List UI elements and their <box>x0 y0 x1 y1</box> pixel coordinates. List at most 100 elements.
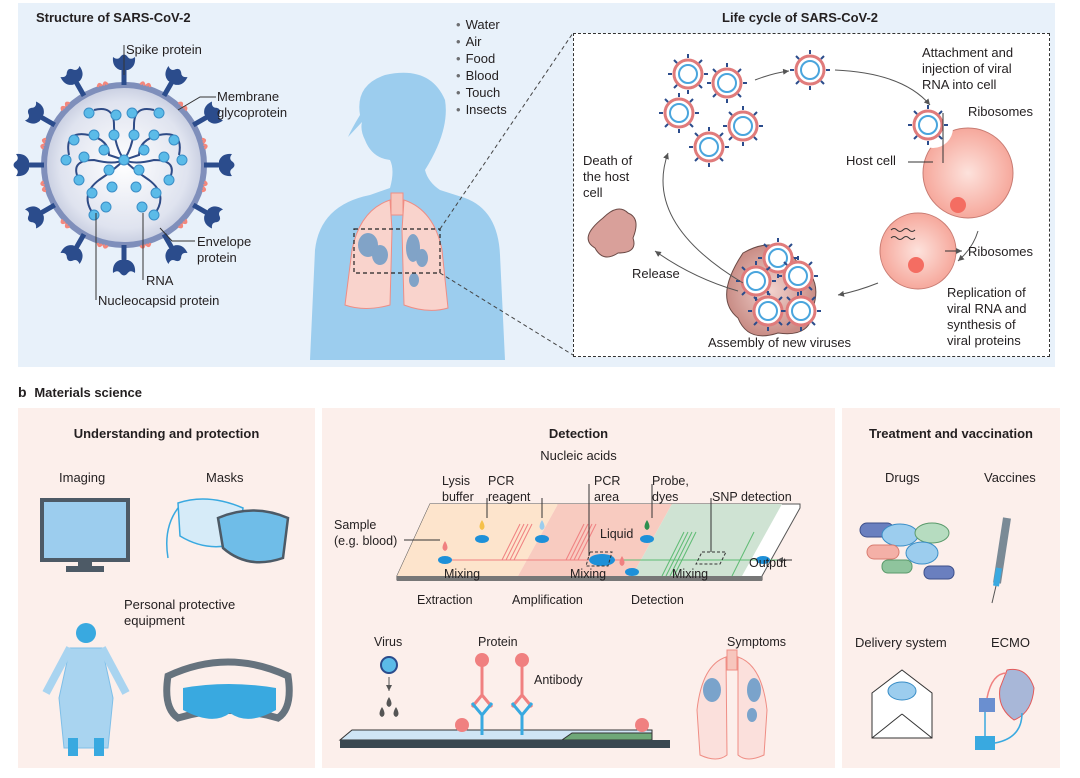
label-ecmo: ECMO <box>991 635 1030 650</box>
label-lysis-2: buffer <box>442 490 474 504</box>
panel-b-heading: b Materials science <box>18 384 142 400</box>
label-probe-2: dyes <box>652 490 679 504</box>
nucleocapsid-bead <box>86 187 98 199</box>
label-membrane-2: glycoprotein <box>217 105 288 120</box>
nucleocapsid-bead <box>136 201 148 213</box>
label-attachment-2: injection of viral <box>922 61 1012 76</box>
label-replication-3: synthesis of <box>947 317 1016 332</box>
label-protein: Protein <box>478 635 518 649</box>
label-replication-1: Replication of <box>947 285 1026 300</box>
nucleocapsid-bead <box>73 174 85 186</box>
label-envelope-2: protein <box>197 250 237 265</box>
lifecycle-title: Life cycle of SARS-CoV-2 <box>722 10 879 25</box>
nucleocapsid-bead <box>153 107 165 119</box>
lungs <box>344 192 449 311</box>
label-mixing-1: Mixing <box>444 567 481 581</box>
label-envelope-1: Envelope <box>197 234 252 249</box>
structure-title: Structure of SARS-CoV-2 <box>36 10 191 25</box>
label-mixing-3: Mixing <box>672 567 709 581</box>
label-ribosomes-top: Ribosomes <box>968 104 1034 119</box>
route-item: Water <box>456 16 507 33</box>
route-item: Insects <box>456 101 507 118</box>
membrane-protein-icon <box>201 180 208 193</box>
nucleocapsid-bead <box>176 154 188 166</box>
nucleocapsid-bead <box>88 209 100 221</box>
nucleocapsid-bead <box>78 151 90 163</box>
label-sample-1: Sample <box>334 518 377 532</box>
label-drugs: Drugs <box>885 470 920 485</box>
label-death-2: the host <box>583 169 630 184</box>
nucleocapsid-bead <box>148 129 160 141</box>
label-masks: Masks <box>206 470 244 485</box>
route-item: Air <box>456 33 507 50</box>
nucleocapsid-bead <box>88 129 100 141</box>
virus-particle <box>380 656 398 674</box>
label-pcr-reagent-1: PCR <box>488 474 515 488</box>
nucleocapsid-bead <box>103 164 115 176</box>
detection-subtitle: Nucleic acids <box>540 448 617 463</box>
nucleocapsid-bead <box>168 134 180 146</box>
label-symptoms: Symptoms <box>727 635 787 649</box>
route-item: Touch <box>456 84 507 101</box>
label-pcr-area-1: PCR <box>594 474 621 488</box>
label-assembly: Assembly of new viruses <box>708 335 852 350</box>
envelope-icon <box>871 669 933 739</box>
assembly-cell <box>726 236 823 337</box>
ecmo-heart-icon <box>975 668 1035 750</box>
spike-protein-icon <box>112 245 136 276</box>
label-nucleocapsid: Nucleocapsid protein <box>98 293 220 308</box>
transmission-routes-list: Water Air Food Blood Touch Insects <box>456 16 507 118</box>
label-delivery-system: Delivery system <box>855 635 947 650</box>
label-rna: RNA <box>146 273 174 288</box>
route-item: Blood <box>456 67 507 84</box>
label-replication-2: viral RNA and <box>947 301 1027 316</box>
nucleocapsid-bead <box>130 181 142 193</box>
label-death-1: Death of <box>583 153 633 168</box>
nucleocapsid-bead <box>83 107 95 119</box>
nucleocapsid-bead <box>68 134 80 146</box>
virus-structure-diagram <box>13 45 235 300</box>
nucleocapsid-bead <box>60 154 72 166</box>
nucleocapsid-bead <box>106 181 118 193</box>
membrane-protein-icon <box>40 137 47 150</box>
route-item: Food <box>456 50 507 67</box>
label-liquid: Liquid <box>600 527 634 541</box>
label-virus: Virus <box>374 635 403 649</box>
membrane-protein-icon <box>96 242 109 249</box>
monitor-icon <box>40 498 130 572</box>
amplification-zone <box>518 504 672 576</box>
human-body-diagram <box>310 32 574 361</box>
label-attachment-1: Attachment and <box>922 45 1014 60</box>
nucleocapsid-bead <box>138 144 150 156</box>
label-ppe-1: Personal protective <box>124 597 236 612</box>
label-imaging: Imaging <box>59 470 106 485</box>
label-lysis-1: Lysis <box>442 474 471 488</box>
nucleocapsid-bead <box>133 164 145 176</box>
nucleocapsid-bead <box>158 151 170 163</box>
nucleocapsid-bead <box>128 129 140 141</box>
label-probe-1: Probe, <box>652 474 689 488</box>
label-pcr-area-2: area <box>594 490 620 504</box>
replicating-cell <box>879 212 957 290</box>
nucleocapsid-bead <box>100 201 112 213</box>
stage-detection: Detection <box>631 593 684 607</box>
membrane-protein-icon <box>60 101 71 112</box>
label-snp-detection: SNP detection <box>712 490 792 504</box>
mask-icon <box>166 498 290 564</box>
nucleocapsid-bead <box>98 144 110 156</box>
detection-zone <box>632 504 782 576</box>
label-release: Release <box>632 266 680 281</box>
stage-amplification: Amplification <box>512 593 583 607</box>
lifecycle-diagram <box>587 48 1014 337</box>
spike-protein-icon <box>204 153 235 177</box>
protection-illustrations <box>40 498 293 756</box>
membrane-protein-icon <box>201 137 208 150</box>
membrane-protein-icon <box>177 218 188 229</box>
membrane-protein-icon <box>139 81 152 88</box>
label-ppe-2: equipment <box>124 613 185 628</box>
stage-extraction: Extraction <box>417 593 473 607</box>
label-pcr-reagent-2: reagent <box>488 490 531 504</box>
membrane-protein-icon <box>96 81 109 88</box>
nucleocapsid-bead <box>118 154 130 166</box>
panel-letter: b <box>18 384 27 400</box>
